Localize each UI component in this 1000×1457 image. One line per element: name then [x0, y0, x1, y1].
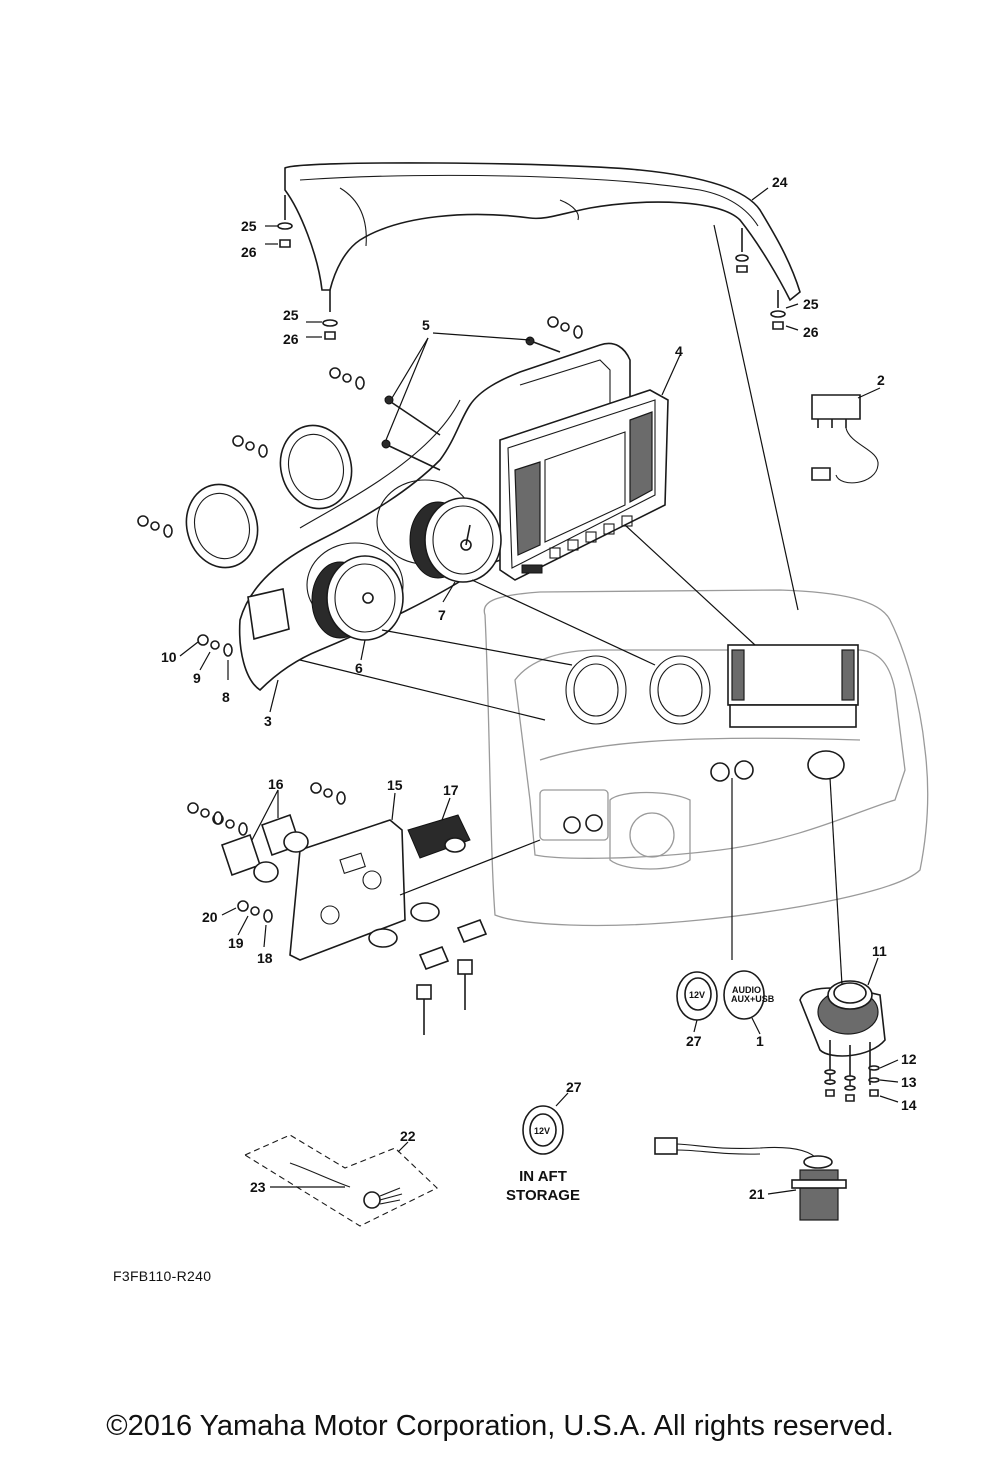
copyright-notice: ©2016 Yamaha Motor Corporation, U.S.A. A… — [106, 1410, 894, 1442]
switch-hardware — [187, 782, 346, 923]
callout-labels: 25 26 25 26 25 26 24 5 4 2 7 6 10 9 8 3 … — [161, 174, 917, 1202]
callout-12: 12 — [901, 1051, 917, 1067]
callout-2: 2 — [877, 372, 885, 388]
callout-24: 24 — [772, 174, 788, 190]
audio-socket-label: AUDIO — [732, 985, 761, 995]
callout-25-top-left: 25 — [241, 218, 257, 234]
part-22-wire-harness-kit — [243, 1134, 438, 1227]
hardware-nuts-washers — [137, 316, 583, 657]
callout-3: 3 — [264, 713, 272, 729]
callout-25-right: 25 — [803, 296, 819, 312]
callout-8: 8 — [222, 689, 230, 705]
callout-11: 11 — [872, 943, 887, 959]
callout-5: 5 — [422, 317, 430, 333]
callout-27-dash: 27 — [686, 1033, 702, 1049]
callout-17: 17 — [443, 782, 459, 798]
callout-23: 23 — [250, 1179, 266, 1195]
aft-storage-label-line2: STORAGE — [506, 1187, 580, 1204]
part-27-12v-socket: 12V — [676, 971, 718, 1021]
callout-14: 14 — [901, 1097, 917, 1113]
part-6-gauge — [311, 555, 404, 641]
gauge-bezel-rings — [185, 424, 353, 569]
part-27-aft-socket: 12V — [522, 1105, 564, 1155]
callout-21: 21 — [749, 1186, 765, 1202]
callout-18: 18 — [257, 950, 273, 966]
socket-12v-label: 12V — [689, 990, 705, 1000]
part-16-switches — [220, 813, 309, 883]
audio-socket-sub-label: AUX+USB — [731, 994, 775, 1004]
callout-19: 19 — [228, 935, 244, 951]
part-1-audio-socket: AUDIO AUX+USB — [723, 970, 775, 1020]
callout-4: 4 — [675, 343, 683, 359]
ignition-keys — [368, 902, 488, 1035]
callout-6: 6 — [355, 660, 363, 676]
diagram-reference-code: F3FB110-R240 — [113, 1268, 212, 1284]
part-15-switch-plate — [289, 819, 406, 961]
callout-7: 7 — [438, 607, 446, 623]
callout-15: 15 — [387, 777, 403, 793]
part-11-control-knob — [799, 980, 886, 1102]
callout-10: 10 — [161, 649, 177, 665]
callout-16: 16 — [268, 776, 284, 792]
callout-27-aft: 27 — [566, 1079, 582, 1095]
callout-13: 13 — [901, 1074, 917, 1090]
aft-storage-label-line1: IN AFT — [519, 1168, 567, 1185]
part-5-screws — [381, 336, 561, 471]
part-24-dash-cowl — [284, 162, 801, 302]
assembly-leader-lines — [299, 224, 843, 986]
part-21-sensor-harness — [654, 1137, 847, 1221]
callout-leaders — [179, 187, 899, 1195]
part-2-electrical-module — [811, 394, 879, 484]
part-7-gauge — [409, 497, 502, 583]
callout-26-mid-left: 26 — [283, 331, 299, 347]
callout-22: 22 — [400, 1128, 416, 1144]
callout-20: 20 — [202, 909, 218, 925]
callout-1: 1 — [756, 1033, 764, 1049]
callout-26-top-left: 26 — [241, 244, 257, 260]
assembled-dashboard-view — [483, 589, 929, 927]
part-4-multifunction-display — [499, 389, 669, 581]
callout-26-right: 26 — [803, 324, 819, 340]
aft-socket-12v-label: 12V — [534, 1126, 550, 1136]
cowl-fasteners — [277, 195, 786, 340]
callout-9: 9 — [193, 670, 201, 686]
callout-25-mid-left: 25 — [283, 307, 299, 323]
part-17-switch — [407, 814, 471, 859]
